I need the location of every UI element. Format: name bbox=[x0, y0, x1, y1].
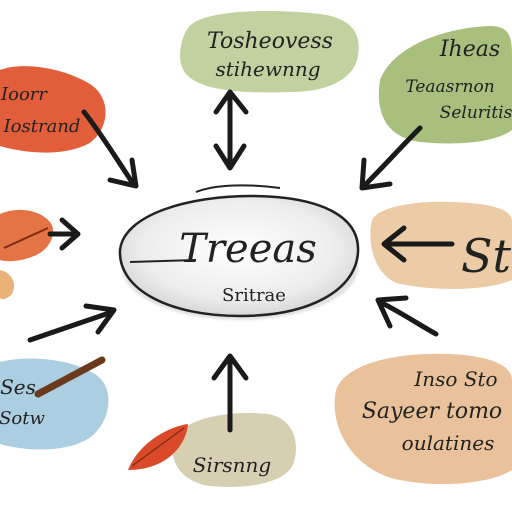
arrows bbox=[27, 89, 455, 433]
center-title: Treeas bbox=[179, 226, 317, 272]
bubble-top-right-shape bbox=[378, 26, 512, 144]
arrow-bottom-left bbox=[27, 303, 117, 343]
stick-bottom-left bbox=[34, 356, 106, 398]
bubble-top-center-line-1: Tosheovess bbox=[207, 29, 333, 54]
bubble-bottom-right-shape bbox=[334, 353, 512, 485]
bubble-bottom-left-shape bbox=[0, 358, 109, 450]
arrow-top-left bbox=[81, 109, 139, 189]
bubble-bottom-center-line-1: Sirsnng bbox=[193, 453, 272, 477]
center-node-shape bbox=[118, 194, 360, 318]
arrow-bottom-right bbox=[375, 295, 439, 337]
bubble-top-left: Ioorr Iostrand bbox=[0, 66, 106, 153]
bubble-top-center-shape bbox=[180, 10, 359, 93]
bubble-bottom-left-line-1: Ses bbox=[0, 375, 36, 399]
arrow-top-center bbox=[213, 89, 249, 171]
bubble-mid-left-accent bbox=[0, 270, 15, 300]
bubble-bottom-center-shape bbox=[172, 413, 296, 487]
arrow-bottom-center bbox=[211, 353, 249, 433]
bubble-bottom-right-line-1: Inso Sto bbox=[413, 367, 497, 391]
bubble-top-right: Iheas Teaasrnon Seluritis bbox=[378, 26, 512, 144]
leaf-stem-mid-left bbox=[3, 227, 49, 249]
bubble-bottom-left-line-2: Sotw bbox=[0, 408, 45, 429]
leaf-vein-bottom-center bbox=[131, 427, 185, 467]
center-node: Treeas Sritrae bbox=[118, 184, 360, 320]
bubble-bottom-center: Sirsnng bbox=[128, 413, 296, 487]
arrow-top-right bbox=[359, 125, 423, 191]
bubble-top-left-shape bbox=[0, 66, 106, 153]
bubble-mid-left bbox=[0, 209, 54, 300]
bubble-bottom-right-line-2: Sayeer tomo bbox=[362, 399, 502, 424]
arrow-mid-left bbox=[47, 217, 81, 251]
bubble-mid-right-line-1: St bbox=[461, 229, 512, 283]
bubble-top-right-line-3: Seluritis bbox=[440, 103, 512, 123]
bubble-top-left-line-1: Ioorr bbox=[0, 84, 48, 105]
bubble-top-right-line-1: Iheas bbox=[439, 37, 500, 62]
center-subtitle: Sritrae bbox=[222, 285, 286, 306]
bubble-top-center: Tosheovess stihewnng bbox=[180, 10, 359, 93]
center-node-stroke-accent bbox=[195, 184, 281, 193]
bubble-bottom-right: Inso Sto Sayeer tomo oulatines bbox=[334, 353, 512, 485]
bubble-bottom-left: Ses Sotw bbox=[0, 356, 109, 450]
bubble-top-right-line-2: Teaasrnon bbox=[405, 77, 494, 97]
bubble-top-left-line-2: Iostrand bbox=[3, 116, 81, 137]
bubble-bottom-right-line-3: oulatines bbox=[402, 431, 495, 455]
arrow-mid-right bbox=[381, 225, 455, 263]
bubble-top-center-line-2: stihewnng bbox=[215, 57, 320, 81]
center-node-underline bbox=[129, 259, 197, 263]
bubble-mid-left-shape bbox=[0, 209, 54, 262]
